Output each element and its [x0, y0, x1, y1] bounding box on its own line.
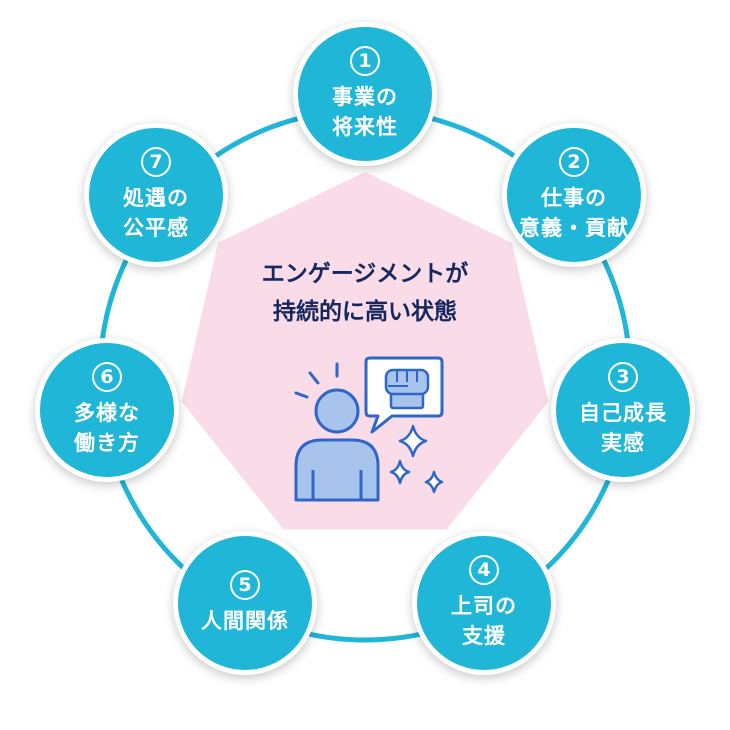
factor-node-7: 7 処遇の 公平感: [84, 123, 228, 267]
sparkle-icon: [398, 424, 428, 458]
sparkle-icon: [424, 470, 444, 494]
factor-label-line-1: 自己成長: [579, 401, 667, 425]
fist-speech-person-icon: [294, 356, 444, 502]
factor-label-line-1: 上司の: [451, 594, 517, 618]
number-badge: 1: [350, 46, 380, 76]
factor-label-line-2: 働き方: [74, 431, 140, 455]
person-icon: [294, 388, 380, 502]
raised-fist-icon: [384, 368, 430, 410]
emphasis-lines-icon: [294, 362, 339, 399]
factor-label-line-2: 将来性: [332, 115, 398, 139]
factor-label-line-1: 事業の: [332, 85, 398, 109]
factor-label-line-2: 実感: [601, 431, 645, 455]
factor-node-2: 2 仕事の 意義・貢献: [502, 123, 646, 267]
factor-label-line-2: 公平感: [123, 216, 189, 240]
factor-label-line-1: 処遇の: [123, 186, 189, 210]
factor-node-5: 5 人間関係: [173, 531, 317, 675]
factor-node-6: 6 多様な 働き方: [35, 338, 179, 482]
factor-label-line-2: 支援: [462, 624, 506, 648]
number-badge: 5: [230, 570, 260, 600]
center-heptagon: [181, 172, 549, 530]
number-badge: 7: [141, 147, 171, 177]
number-badge: 2: [559, 147, 589, 177]
number-badge: 6: [92, 362, 122, 392]
number-badge: 4: [469, 555, 499, 585]
center-title: エンゲージメントが 持続的に高い状態: [210, 255, 520, 331]
factor-label-line-1: 仕事の: [541, 186, 607, 210]
factor-node-4: 4 上司の 支援: [412, 531, 556, 675]
factor-label-line-1: 人間関係: [201, 609, 289, 633]
factor-node-3: 3 自己成長 実感: [551, 338, 695, 482]
sparkle-icons: [389, 424, 444, 494]
center-title-line-2: 持続的に高い状態: [273, 299, 457, 325]
factor-node-1: 1 事業の 将来性: [293, 22, 437, 166]
number-badge: 3: [608, 362, 638, 392]
center-title-line-1: エンゲージメントが: [261, 261, 469, 287]
sparkle-icon: [389, 459, 411, 485]
factor-label-line-1: 多様な: [74, 401, 140, 425]
factor-label-line-2: 意義・貢献: [519, 216, 629, 240]
